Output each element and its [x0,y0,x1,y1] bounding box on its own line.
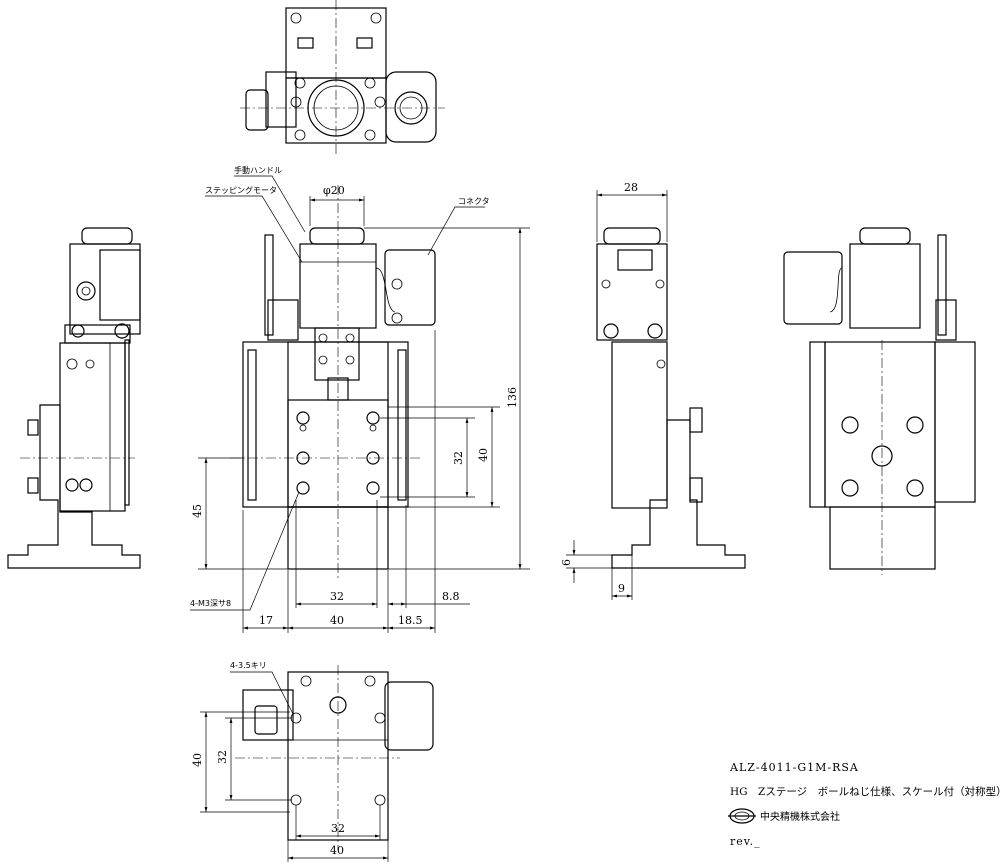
dim-bottom-40-horizontal: 40 [330,844,344,857]
model-number: ALZ-4011-G1M-RSA [729,761,859,774]
leader-labels: 手動ハンドル ステッピングモータ コネクタ 4-M3深サ8 4-3.5キリ [190,165,490,715]
through-holes-label: 4-3.5キリ [230,661,267,670]
dim-18-5: 18.5 [398,614,423,627]
dim-bottom-40-vertical: 40 [191,753,204,767]
connector-label: コネクタ [458,197,490,206]
dim-6: 6 [560,559,573,566]
dim-40-vertical: 40 [477,448,490,462]
dim-diameter-20: φ20 [323,184,345,197]
right-side-view [596,227,746,569]
rear-hole-pattern [841,416,924,497]
dim-136: 136 [506,387,519,408]
company-logo [728,808,756,824]
dim-9: 9 [618,582,625,595]
rear-view [783,227,976,575]
company-name: 中央精機株式会社 [760,810,840,823]
revision: rev._ [730,835,761,848]
product-description: HG Zステージ ボールねじ仕様、スケール付（対称型） [730,785,1000,798]
tapped-holes-label: 4-M3深サ8 [190,599,231,608]
motor-label: ステッピングモータ [205,185,277,195]
front-view [230,185,436,580]
dim-40-horizontal: 40 [330,614,344,627]
dim-45: 45 [191,504,204,518]
top-view [240,0,445,155]
dim-32-vertical: 32 [452,451,465,465]
dim-bottom-32-vertical: 32 [216,750,229,764]
left-side-view [7,227,141,569]
dim-bottom-32-horizontal: 32 [331,822,345,835]
handle-label: 手動ハンドル [234,165,282,175]
title-block: ALZ-4011-G1M-RSA HG Zステージ ボールねじ仕様、スケール付（… [728,761,1000,848]
dimensions: φ20 136 32 40 45 32 17 40 [191,181,668,862]
bottom-view [235,665,434,850]
dim-28: 28 [624,181,638,194]
dim-32-horizontal: 32 [330,590,344,603]
dim-17: 17 [259,614,273,627]
dim-8-8: 8.8 [442,590,460,603]
